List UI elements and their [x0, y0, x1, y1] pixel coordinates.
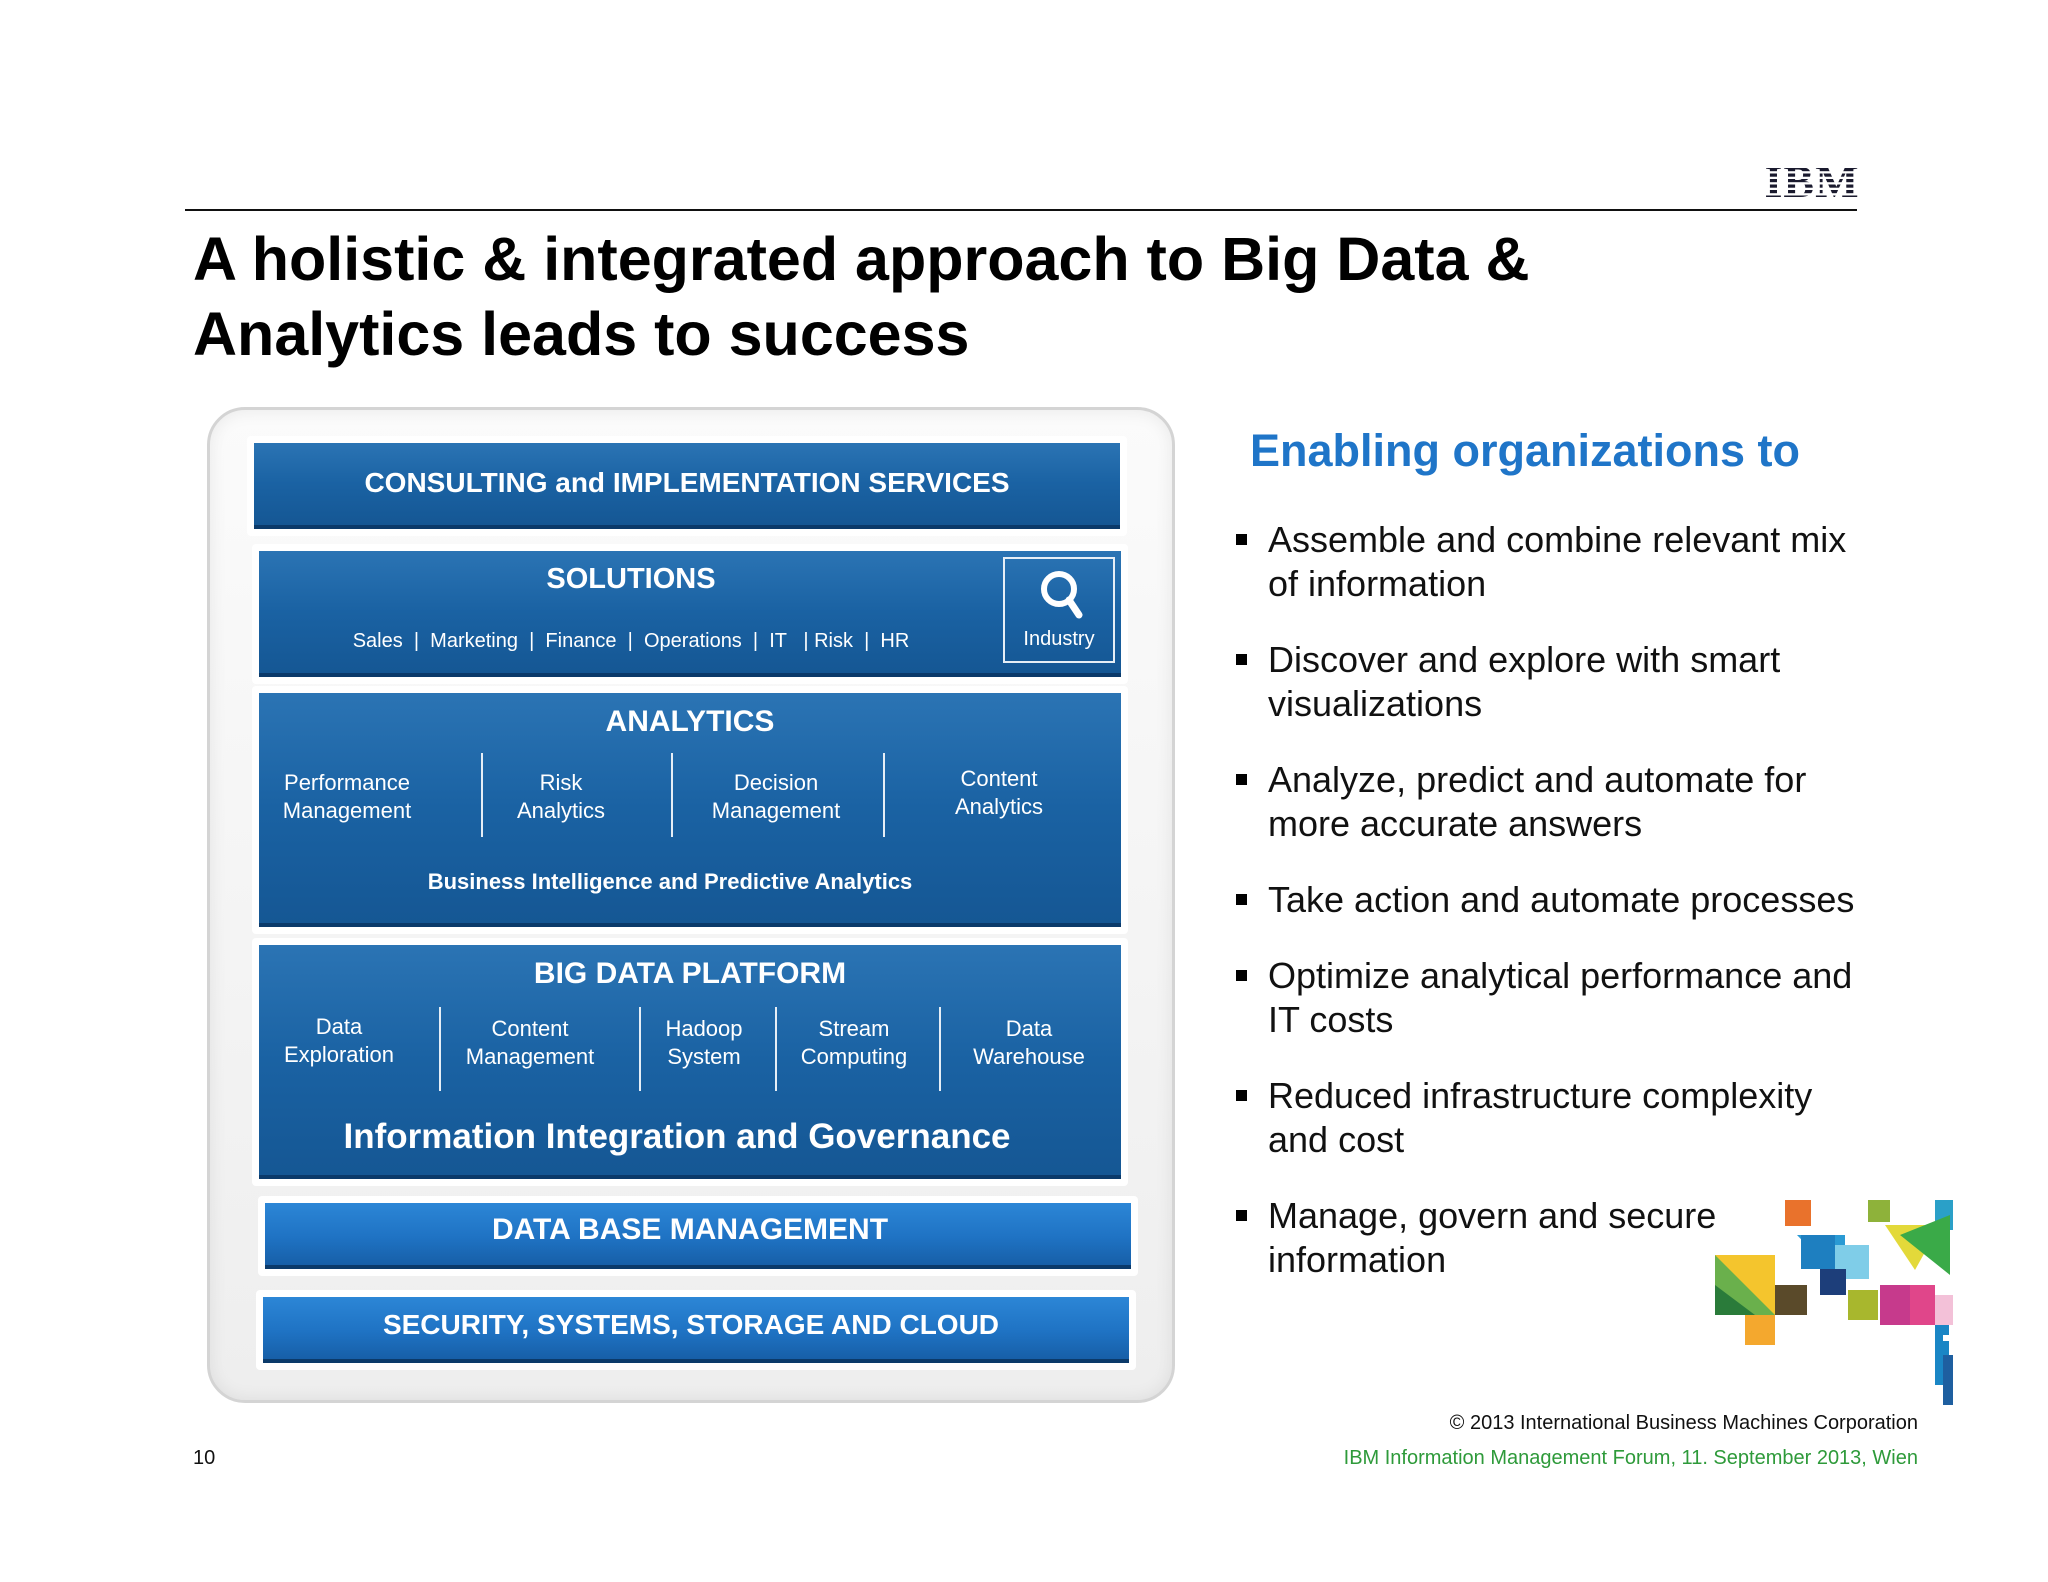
security-bar: SECURITY, SYSTEMS, STORAGE AND CLOUD	[263, 1297, 1129, 1363]
big-data-item-stream: Stream Computing	[800, 1016, 908, 1069]
big-data-item-warehouse: Data Warehouse	[973, 1016, 1085, 1069]
analytics-item-decision: Decision Management	[711, 770, 841, 823]
big-data-title: BIG DATA PLATFORM	[533, 957, 847, 990]
analytics-panel: ANALYTICS Performance Management Risk An…	[252, 686, 1128, 934]
magnifier-icon	[1041, 571, 1083, 619]
divider	[671, 753, 673, 837]
industry-box: Industry	[1003, 557, 1115, 663]
security-panel: SECURITY, SYSTEMS, STORAGE AND CLOUD	[256, 1290, 1136, 1370]
bullet-item: Reduced infrastructure complexity and co…	[1232, 1074, 1892, 1162]
bullet-item: Analyze, predict and automate for more a…	[1232, 758, 1892, 846]
bullet-marker	[1236, 894, 1247, 905]
solutions-panel: SOLUTIONS Sales | Marketing | Finance | …	[252, 544, 1128, 684]
bullet-marker	[1236, 1210, 1247, 1221]
analytics-title: ANALYTICS	[605, 705, 775, 738]
divider	[639, 1007, 641, 1091]
big-data-item-exploration: Data Exploration	[283, 1014, 395, 1067]
divider	[775, 1007, 777, 1091]
bullet-item: Assemble and combine relevant mix of inf…	[1232, 518, 1892, 606]
consulting-bar: CONSULTING and IMPLEMENTATION SERVICES	[254, 443, 1120, 529]
solutions-list: Sales | Marketing | Finance | Operations…	[352, 630, 910, 652]
event-text: IBM Information Management Forum, 11. Se…	[1343, 1447, 1918, 1469]
ibm-logo: IBM	[1765, 157, 1860, 201]
consulting-panel: CONSULTING and IMPLEMENTATION SERVICES	[247, 436, 1127, 536]
analytics-bar: ANALYTICS Performance Management Risk An…	[259, 693, 1121, 927]
big-data-panel: BIG DATA PLATFORM Data Exploration Conte…	[252, 938, 1128, 1186]
security-label: SECURITY, SYSTEMS, STORAGE AND CLOUD	[382, 1309, 1000, 1340]
page-number: 10	[193, 1447, 216, 1469]
enabling-bullet-list: Assemble and combine relevant mix of inf…	[1232, 518, 1892, 1282]
divider	[439, 1007, 441, 1091]
solutions-bar: SOLUTIONS Sales | Marketing | Finance | …	[259, 551, 1121, 677]
divider	[481, 753, 483, 837]
database-label: DATA BASE MANAGEMENT	[491, 1213, 889, 1246]
slide-title: A holistic & integrated approach to Big …	[193, 222, 1530, 372]
bullet-marker	[1236, 534, 1247, 545]
copyright-text: © 2013 International Business Machines C…	[1449, 1412, 1918, 1434]
divider	[939, 1007, 941, 1091]
divider	[883, 753, 885, 837]
database-bar: DATA BASE MANAGEMENT	[265, 1203, 1131, 1269]
bullet-marker	[1236, 970, 1247, 981]
analytics-item-risk: Risk Analytics	[516, 770, 606, 823]
decorative-mosaic	[1715, 1200, 1953, 1405]
enabling-heading: Enabling organizations to	[1250, 425, 1800, 476]
big-data-item-content: Content Management	[465, 1016, 595, 1069]
big-data-bar: BIG DATA PLATFORM Data Exploration Conte…	[259, 945, 1121, 1179]
database-panel: DATA BASE MANAGEMENT	[258, 1196, 1138, 1276]
big-data-footer: Information Integration and Governance	[343, 1117, 1011, 1156]
bullet-item: Manage, govern and secure information	[1232, 1194, 1892, 1282]
header-rule	[185, 209, 1857, 211]
analytics-footer: Business Intelligence and Predictive Ana…	[427, 869, 913, 894]
title-line-1: A holistic & integrated approach to Big …	[193, 225, 1530, 293]
title-line-2: Analytics leads to success	[193, 300, 970, 368]
bullet-marker	[1236, 1090, 1247, 1101]
analytics-item-content: Content Analytics	[954, 766, 1044, 819]
consulting-label: CONSULTING and IMPLEMENTATION SERVICES	[364, 467, 1010, 498]
bullet-item: Discover and explore with smart visualiz…	[1232, 638, 1892, 726]
big-data-item-hadoop: Hadoop System	[665, 1016, 743, 1069]
bullet-item: Take action and automate processes	[1232, 878, 1892, 922]
industry-label: Industry	[1023, 628, 1095, 650]
bullet-item: Optimize analytical performance and IT c…	[1232, 954, 1892, 1042]
analytics-item-performance: Performance Management	[282, 770, 412, 823]
bullet-marker	[1236, 654, 1247, 665]
solutions-title: SOLUTIONS	[546, 563, 716, 595]
bullet-marker	[1236, 774, 1247, 785]
svg-text:IBM: IBM	[1765, 157, 1860, 201]
